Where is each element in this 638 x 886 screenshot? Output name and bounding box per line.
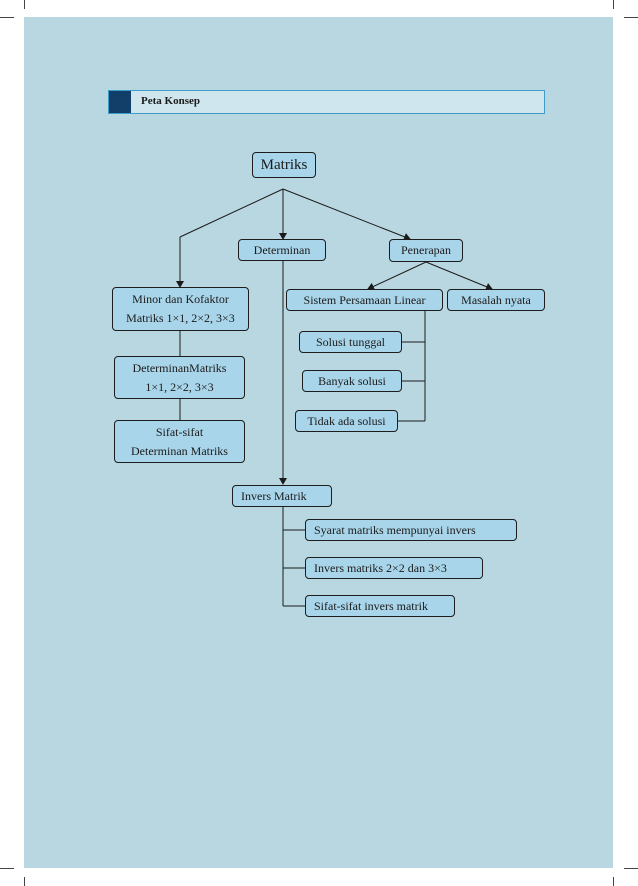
node-sifat-determinan: Sifat-sifat Determinan Matriks — [114, 420, 245, 463]
node-invers-matrik-label: Invers Matrik — [241, 488, 307, 503]
crop-mark — [624, 17, 638, 18]
node-minor-kofaktor: Minor dan Kofaktor Matriks 1×1, 2×2, 3×3 — [112, 287, 249, 331]
edge-root-penerapan — [282, 188, 411, 241]
crop-mark — [24, 0, 25, 9]
section-title: Peta Konsep — [141, 95, 200, 107]
node-banyak-solusi: Banyak solusi — [302, 370, 402, 392]
node-syarat-invers-label: Syarat matriks mempunyai invers — [314, 522, 476, 537]
crop-mark — [613, 0, 614, 9]
node-determinan-matriks-line1: DeterminanMatriks — [132, 360, 227, 375]
node-penerapan: Penerapan — [389, 239, 463, 262]
node-sifat-determinan-line2: Determinan Matriks — [131, 443, 228, 458]
section-header: Peta Konsep — [108, 90, 545, 114]
node-determinan-label: Determinan — [253, 242, 311, 257]
node-tidak-ada-solusi: Tidak ada solusi — [295, 410, 398, 432]
node-invers-2x2-3x3: Invers matriks 2×2 dan 3×3 — [305, 557, 483, 579]
crop-mark — [24, 877, 25, 886]
node-determinan-matriks-line2: 1×1, 2×2, 3×3 — [145, 379, 214, 394]
node-spl-label: Sistem Persamaan Linear — [303, 292, 426, 307]
edge-penerapan-masalah — [425, 261, 493, 291]
edge-root-minor — [179, 188, 284, 238]
edge-penerapan-spl — [367, 261, 427, 291]
header-accent-block — [109, 91, 131, 113]
node-sistem-persamaan-linear: Sistem Persamaan Linear — [286, 289, 443, 311]
crop-mark — [0, 17, 14, 18]
node-masalah-nyata-label: Masalah nyata — [461, 292, 531, 307]
node-tidak-ada-solusi-label: Tidak ada solusi — [307, 413, 386, 428]
node-minor-kofaktor-line2: Matriks 1×1, 2×2, 3×3 — [126, 311, 235, 325]
node-determinan-matriks: DeterminanMatriks 1×1, 2×2, 3×3 — [114, 356, 245, 399]
crop-mark — [624, 868, 638, 869]
node-minor-kofaktor-line1: Minor dan Kofaktor — [132, 292, 229, 306]
node-penerapan-label: Penerapan — [401, 243, 451, 257]
crop-mark — [613, 877, 614, 886]
node-invers-2x2-3x3-label: Invers matriks 2×2 dan 3×3 — [314, 560, 447, 575]
node-sifat-determinan-line1: Sifat-sifat — [155, 424, 204, 439]
node-solusi-tunggal-label: Solusi tunggal — [315, 334, 385, 349]
node-syarat-invers: Syarat matriks mempunyai invers — [305, 519, 517, 541]
node-sifat-invers-label: Sifat-sifat invers matrik — [314, 598, 428, 613]
node-determinan: Determinan — [238, 239, 326, 261]
node-matriks-label: Matriks — [260, 156, 308, 173]
node-banyak-solusi-label: Banyak solusi — [318, 373, 386, 388]
node-matriks: Matriks — [252, 152, 316, 178]
crop-mark — [0, 868, 14, 869]
node-sifat-invers: Sifat-sifat invers matrik — [305, 595, 455, 617]
node-invers-matrik: Invers Matrik — [232, 485, 332, 507]
node-solusi-tunggal: Solusi tunggal — [299, 331, 402, 353]
node-masalah-nyata: Masalah nyata — [447, 289, 545, 311]
